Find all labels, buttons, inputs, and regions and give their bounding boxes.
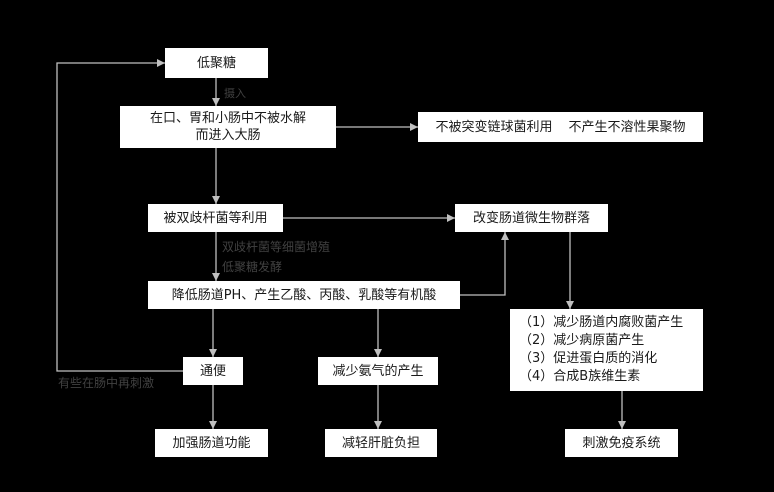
effects-list-item-3: （3）促进蛋白质的消化 bbox=[519, 351, 658, 366]
node-laxation-label: 通便 bbox=[199, 363, 226, 379]
effects-list-item-4: （4）合成B族维生素 bbox=[519, 369, 641, 384]
node-strengthen-gut: 加强肠道功能 bbox=[155, 429, 268, 457]
annotation-feedback: 有些在肠中再刺激 bbox=[58, 376, 155, 390]
edge-feedback-to-oligosaccharide bbox=[56, 59, 183, 372]
node-not-used-by-mutans-phrase-2: 不产生不溶性果聚物 bbox=[568, 119, 686, 135]
node-not-hydrolyzed: 在口、胃和小肠中不被水解 而进入大肠 bbox=[120, 106, 336, 148]
node-change-microbiota: 改变肠道微生物群落 bbox=[455, 204, 608, 232]
edge-lower-ph-to-microbiota bbox=[460, 232, 509, 296]
node-reduce-ammonia-label: 减少氨气的产生 bbox=[332, 363, 424, 379]
node-oligosaccharide: 低聚糖 bbox=[165, 48, 268, 78]
annotation-fermentation-line-2: 低聚糖发酵 bbox=[222, 260, 283, 274]
node-not-used-by-mutans: 不被突变链球菌利用 不产生不溶性果聚物 bbox=[418, 112, 703, 142]
node-used-by-bifidobacteria-label: 被双歧杆菌等利用 bbox=[163, 210, 268, 226]
node-reduce-liver-burden-label: 减轻肝脏负担 bbox=[341, 435, 420, 451]
node-not-hydrolyzed-label: 在口、胃和小肠中不被水解 而进入大肠 bbox=[150, 110, 306, 144]
node-change-microbiota-label: 改变肠道微生物群落 bbox=[472, 210, 590, 226]
node-strengthen-gut-label: 加强肠道功能 bbox=[172, 435, 251, 451]
node-stimulate-immune: 刺激免疫系统 bbox=[565, 429, 678, 457]
effects-list-item-1: （1）减少肠道内腐败菌产生 bbox=[519, 315, 684, 330]
effects-list-item-2: （2）减少病原菌产生 bbox=[519, 333, 645, 348]
node-lower-ph: 降低肠道PH、产生乙酸、丙酸、乳酸等有机酸 bbox=[148, 281, 460, 309]
annotation-fermentation-line-1: 双歧杆菌等细菌增殖 bbox=[222, 240, 331, 254]
node-laxation: 通便 bbox=[183, 357, 243, 385]
node-not-hydrolyzed-line-2: 而进入大肠 bbox=[195, 128, 261, 143]
node-used-by-bifidobacteria: 被双歧杆菌等利用 bbox=[148, 204, 283, 232]
node-oligosaccharide-label: 低聚糖 bbox=[196, 55, 236, 71]
annotation-intake: 摄入 bbox=[224, 87, 246, 100]
node-stimulate-immune-label: 刺激免疫系统 bbox=[582, 435, 661, 451]
node-effects-list: （1）减少肠道内腐败菌产生 （2）减少病原菌产生 （3）促进蛋白质的消化 （4）… bbox=[510, 309, 703, 391]
node-not-hydrolyzed-line-1: 在口、胃和小肠中不被水解 bbox=[149, 111, 306, 126]
node-not-used-by-mutans-phrase-1: 不被突变链球菌利用 bbox=[435, 119, 553, 135]
node-lower-ph-label: 降低肠道PH、产生乙酸、丙酸、乳酸等有机酸 bbox=[171, 287, 437, 303]
node-reduce-liver-burden: 减轻肝脏负担 bbox=[325, 429, 437, 457]
node-reduce-ammonia: 减少氨气的产生 bbox=[318, 357, 438, 385]
